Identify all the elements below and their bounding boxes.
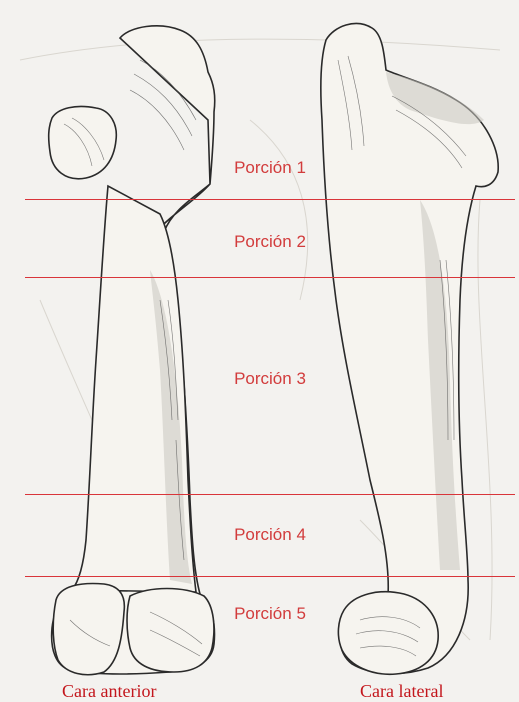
divider-line-3: [25, 494, 515, 495]
portion-label-2: Porción 2: [0, 232, 519, 252]
portion-label-3: Porción 3: [0, 369, 519, 389]
caption-lateral-view: Cara lateral: [360, 680, 443, 702]
divider-line-2: [25, 277, 515, 278]
caption-anterior-view: Cara anterior: [62, 680, 156, 702]
portion-label-1: Porción 1: [0, 158, 519, 178]
bone-anterior-view: [49, 26, 215, 675]
portion-label-4: Porción 4: [0, 525, 519, 545]
divider-line-4: [25, 576, 515, 577]
portion-label-5: Porción 5: [0, 604, 519, 624]
divider-line-1: [25, 199, 515, 200]
